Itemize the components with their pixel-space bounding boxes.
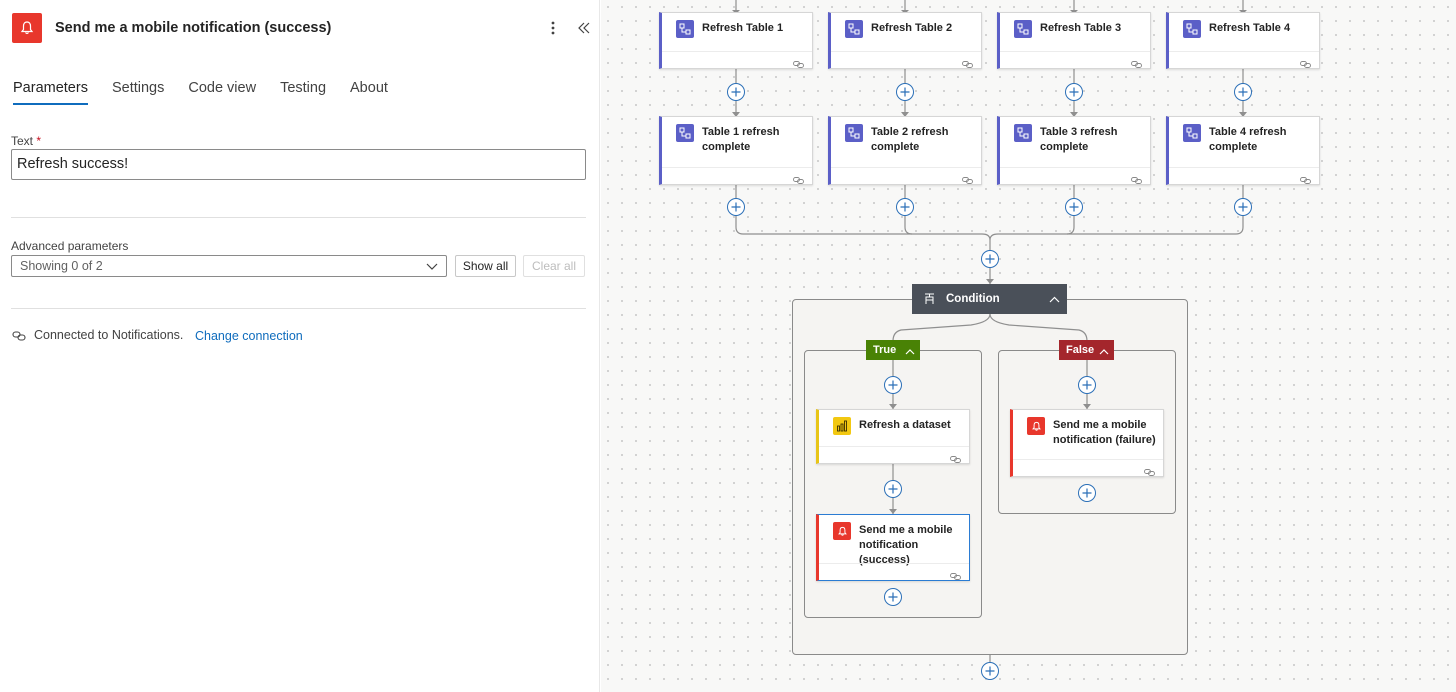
action-title: Table 2 refresh complete (871, 126, 949, 153)
powerbi-icon (833, 417, 851, 435)
teams-workflow-icon (1183, 20, 1201, 38)
text-input[interactable]: Refresh success! (11, 149, 586, 180)
notification-bell-icon (12, 13, 42, 43)
action-title: Send me a mobile notification (failure) (1053, 419, 1156, 446)
notification-bell-icon (1027, 417, 1045, 435)
tab-testing[interactable]: Testing (280, 80, 327, 96)
action-card-refresh-dataset[interactable]: Refresh a dataset (816, 409, 970, 464)
collapse-panel-icon[interactable] (573, 16, 595, 40)
action-card-table-4-complete[interactable]: Table 4 refresh complete (1166, 116, 1320, 185)
action-card-refresh-table-3[interactable]: Refresh Table 3 (997, 12, 1151, 69)
action-title: Send me a mobile notification (success) (859, 524, 953, 566)
divider (11, 217, 586, 218)
collapse-chevron-icon[interactable] (905, 346, 915, 358)
teams-workflow-icon (845, 124, 863, 142)
action-card-refresh-table-2[interactable]: Refresh Table 2 (828, 12, 982, 69)
clear-all-button[interactable]: Clear all (523, 255, 585, 277)
false-branch-label[interactable]: False (1059, 340, 1114, 360)
add-step-plus-icon[interactable] (1234, 198, 1252, 216)
collapse-chevron-icon[interactable] (1049, 294, 1060, 306)
connection-status: Connected to Notifications. (34, 328, 184, 342)
notification-bell-icon (833, 522, 851, 540)
link-icon (950, 450, 961, 468)
condition-header[interactable]: Condition (912, 284, 1067, 314)
add-step-plus-icon[interactable] (727, 198, 745, 216)
teams-workflow-icon (1183, 124, 1201, 142)
add-step-plus-icon[interactable] (1234, 83, 1252, 101)
action-card-notify-success[interactable]: Send me a mobile notification (success) (816, 514, 970, 581)
teams-workflow-icon (845, 20, 863, 38)
advanced-select-value: Showing 0 of 2 (20, 259, 103, 273)
link-icon (950, 567, 961, 585)
action-card-table-3-complete[interactable]: Table 3 refresh complete (997, 116, 1151, 185)
add-step-plus-icon[interactable] (981, 250, 999, 268)
show-all-button[interactable]: Show all (455, 255, 516, 277)
false-label-text: False (1066, 344, 1095, 356)
teams-workflow-icon (1014, 124, 1032, 142)
add-step-plus-icon[interactable] (1078, 484, 1096, 502)
text-field-label: Text * (11, 134, 41, 148)
condition-icon (924, 293, 935, 308)
advanced-parameters-select[interactable]: Showing 0 of 2 (11, 255, 447, 277)
text-label: Text (11, 134, 34, 148)
action-card-table-2-complete[interactable]: Table 2 refresh complete (828, 116, 982, 185)
tab-settings[interactable]: Settings (111, 80, 165, 96)
more-options-icon[interactable] (542, 16, 564, 40)
teams-workflow-icon (676, 20, 694, 38)
action-title: Refresh a dataset (859, 419, 951, 431)
add-step-plus-icon[interactable] (884, 376, 902, 394)
add-step-plus-icon[interactable] (1078, 376, 1096, 394)
action-card-table-1-complete[interactable]: Table 1 refresh complete (659, 116, 813, 185)
action-card-refresh-table-1[interactable]: Refresh Table 1 (659, 12, 813, 69)
link-icon (962, 171, 973, 189)
add-step-plus-icon[interactable] (1065, 83, 1083, 101)
add-step-plus-icon[interactable] (727, 83, 745, 101)
add-step-plus-icon[interactable] (896, 83, 914, 101)
flow-designer-canvas[interactable]: Refresh Table 1 Refresh Table 2 Refresh … (601, 0, 1456, 692)
action-details-panel: Send me a mobile notification (success) … (0, 0, 600, 692)
chevron-down-icon (426, 260, 438, 274)
action-title: Refresh Table 3 (1040, 22, 1122, 34)
link-icon (1144, 463, 1155, 481)
teams-workflow-icon (676, 124, 694, 142)
action-title: Table 1 refresh complete (702, 126, 780, 153)
action-title: Refresh Table 4 (1209, 22, 1291, 34)
advanced-parameters-label: Advanced parameters (11, 239, 129, 253)
action-title: Table 3 refresh complete (1040, 126, 1118, 153)
add-step-plus-icon[interactable] (981, 662, 999, 680)
condition-label: Condition (946, 293, 1000, 305)
link-icon (1300, 55, 1311, 73)
link-icon (1300, 171, 1311, 189)
action-title: Refresh Table 1 (702, 22, 784, 34)
branch-connectors (889, 313, 1091, 514)
tab-about[interactable]: About (350, 80, 388, 96)
teams-workflow-icon (1014, 20, 1032, 38)
link-icon (1131, 171, 1142, 189)
action-card-notify-failure[interactable]: Send me a mobile notification (failure) (1010, 409, 1164, 477)
link-icon (793, 55, 804, 73)
divider (11, 308, 586, 309)
action-title: Table 4 refresh complete (1209, 126, 1287, 153)
panel-title: Send me a mobile notification (success) (55, 20, 332, 36)
add-step-plus-icon[interactable] (884, 480, 902, 498)
action-card-refresh-table-4[interactable]: Refresh Table 4 (1166, 12, 1320, 69)
link-icon (793, 171, 804, 189)
panel-tabs: Parameters Settings Code view Testing Ab… (13, 80, 412, 105)
tab-parameters[interactable]: Parameters (13, 80, 88, 105)
action-title: Refresh Table 2 (871, 22, 953, 34)
true-branch-label[interactable]: True (866, 340, 920, 360)
add-step-plus-icon[interactable] (884, 588, 902, 606)
link-icon (962, 55, 973, 73)
link-icon (1131, 55, 1142, 73)
tab-code-view[interactable]: Code view (188, 80, 257, 96)
add-step-plus-icon[interactable] (896, 198, 914, 216)
connection-link-icon (12, 329, 26, 347)
change-connection-link[interactable]: Change connection (195, 329, 303, 343)
add-step-plus-icon[interactable] (1065, 198, 1083, 216)
true-label-text: True (873, 344, 897, 356)
collapse-chevron-icon[interactable] (1099, 346, 1109, 358)
required-marker: * (36, 134, 42, 148)
